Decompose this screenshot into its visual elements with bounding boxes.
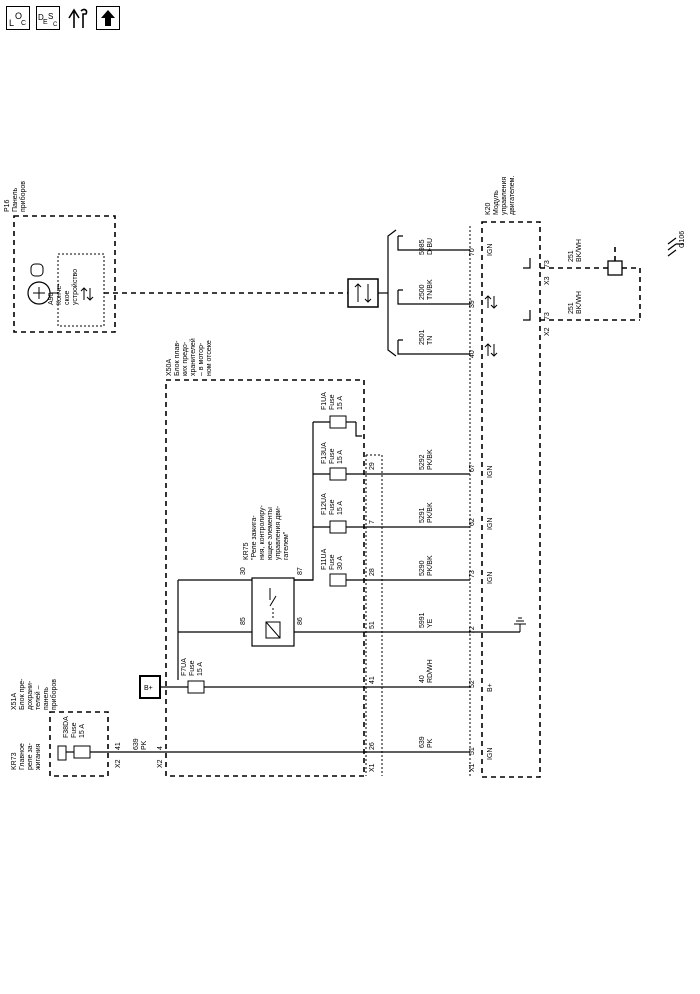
k20-pins: 70 IGN 39 40 67 IGN 62 IGN 73 IGN 72 52 … [469,244,494,760]
fuse-f38da: F38DA Fuse 15 A [63,715,86,738]
loc-button[interactable]: L O C [6,6,30,30]
bplus-source: B+ F7UA Fuse 15 A [139,657,470,699]
desc-button[interactable]: D E S C [36,6,60,30]
wire-5290: 5290 PK/BK [419,555,434,576]
svg-text:62: 62 [469,518,476,526]
svg-text:X1: X1 [369,763,376,772]
p16-label: P16 Панель приборов [4,181,27,212]
svg-text:X2: X2 [544,327,551,336]
svg-text:73: 73 [544,312,551,320]
wire-5292: 5292 PK/BK [419,449,434,470]
ground-icon-5991 [514,617,526,632]
serial-data-symbol [347,278,379,308]
middle-wire-labels: 5292 PK/BK 5291 PK/BK 5290 PK/BK 5991 YE… [419,449,434,748]
svg-text:B+: B+ [487,683,494,692]
k20-data-arrows [484,295,498,357]
svg-text:X1: X1 [469,763,476,772]
svg-text:B+: B+ [144,685,153,692]
svg-text:86: 86 [297,617,304,625]
wire-639-a: 639 PK [133,736,148,750]
desc-icon-letter-s: S [48,12,53,21]
svg-text:X2: X2 [115,759,122,768]
fuse-branches: F1UA Fuse 15 A F13UA Fuse 15 A F12UA Fus… [313,391,470,587]
svg-text:30: 30 [240,567,247,575]
svg-text:IGN: IGN [487,244,494,256]
wire-2501: 2501 TN [419,327,434,345]
svg-text:85: 85 [240,617,247,625]
kr73-label: KR73 Главное реле за- жигания [11,741,42,770]
loc-icon-letter-o: O [15,11,22,21]
fuse-f12ua: F12UA Fuse 15 A [321,492,344,515]
svg-text:X3: X3 [544,276,551,285]
svg-text:IGN: IGN [487,518,494,530]
wire-5985: 5985 D-BU [419,237,434,255]
fuse-f13ua: F13UA Fuse 15 A [321,441,344,464]
svg-text:IGN: IGN [487,748,494,760]
wire-40: 40 RD/WH [419,659,434,683]
x1-pins: 29 7 28 51 41 26 X1 X1 [369,462,476,772]
x51a-block: X51A Блок пре- дохрани- телей – панель п… [11,677,470,777]
fuse-f7ua: F7UA Fuse 15 A [181,657,204,676]
ground-icon [667,237,684,257]
svg-text:72: 72 [469,626,476,634]
svg-text:7: 7 [369,520,376,524]
svg-text:67: 67 [469,464,476,472]
splice-icon [607,260,623,276]
home-up-button[interactable] [96,6,120,30]
data-arrows-icon [80,287,94,301]
svg-text:41: 41 [115,742,122,750]
wire-251-b: 251 BK/WH [568,291,583,314]
svg-text:X2: X2 [157,759,164,768]
serial-data-icon [354,283,372,303]
toolbar: L O C D E S C [6,6,120,34]
svg-text:73: 73 [544,260,551,268]
x50a-block [165,379,365,777]
connector-tool-button[interactable] [66,6,90,30]
svg-text:29: 29 [369,462,376,470]
x50a-label: X50A Блок плав- ких предо- хранителей – … [166,336,213,376]
wire-5291: 5291 PK/BK [419,502,434,523]
wire-251-a: 251 BK/WH [568,239,583,262]
desc-icon-letter-c: C [53,22,58,28]
wire-5991: 5991 YE [419,610,434,628]
svg-text:28: 28 [369,568,376,576]
svg-text:70: 70 [469,248,476,256]
x51a-label: X51A Блок пре- дохрани- телей – панель п… [11,677,58,710]
ground-circuit: G106 73 73 X3 X2 251 BK/WH 251 BK/WH [523,231,686,336]
fuse-f1ua: F1UA Fuse 15 A [321,391,344,410]
loc-icon-letter-l: L [9,18,14,28]
svg-text:4: 4 [157,746,164,750]
connector-wrench-icon [68,8,88,28]
svg-text:51: 51 [369,621,376,629]
svg-text:IGN: IGN [487,572,494,584]
relay-kr75: KR75 "Реле зажига- ния, контролиру- ющее… [240,503,304,647]
k20-block [481,221,541,778]
svg-text:73: 73 [469,570,476,578]
fuse-f11ua: F11UA Fuse 30 A [321,547,344,570]
loc-icon-letter-c: C [21,20,26,27]
wire-639-b: 639 PK [419,734,434,748]
a90-label: A90 Конче- ское устройство [48,269,79,305]
svg-text:51: 51 [469,747,476,755]
desc-icon-letter-e: E [43,19,48,26]
desc-icon-letter-d: D [38,13,44,22]
up-arrow-icon [101,10,115,26]
svg-text:39: 39 [469,300,476,308]
svg-text:G106: G106 [679,231,686,248]
wire-2500: 2500 TN/BK [419,279,434,300]
kr75-label: KR75 "Реле зажига- ния, контролиру- ющее… [243,503,290,560]
svg-text:40: 40 [469,350,476,358]
display-icon [27,263,58,305]
desc-icon: D E S C [38,12,58,28]
svg-text:41: 41 [369,676,376,684]
svg-text:IGN: IGN [487,466,494,478]
svg-text:26: 26 [369,742,376,750]
k20-label: K20 Модуль управления двигателем. [485,175,516,215]
p16-block: P16 Панель приборов A90 Конче- ское устр… [4,181,116,333]
svg-text:87: 87 [297,567,304,575]
loc-icon: L O C [9,11,26,28]
svg-text:52: 52 [469,680,476,688]
